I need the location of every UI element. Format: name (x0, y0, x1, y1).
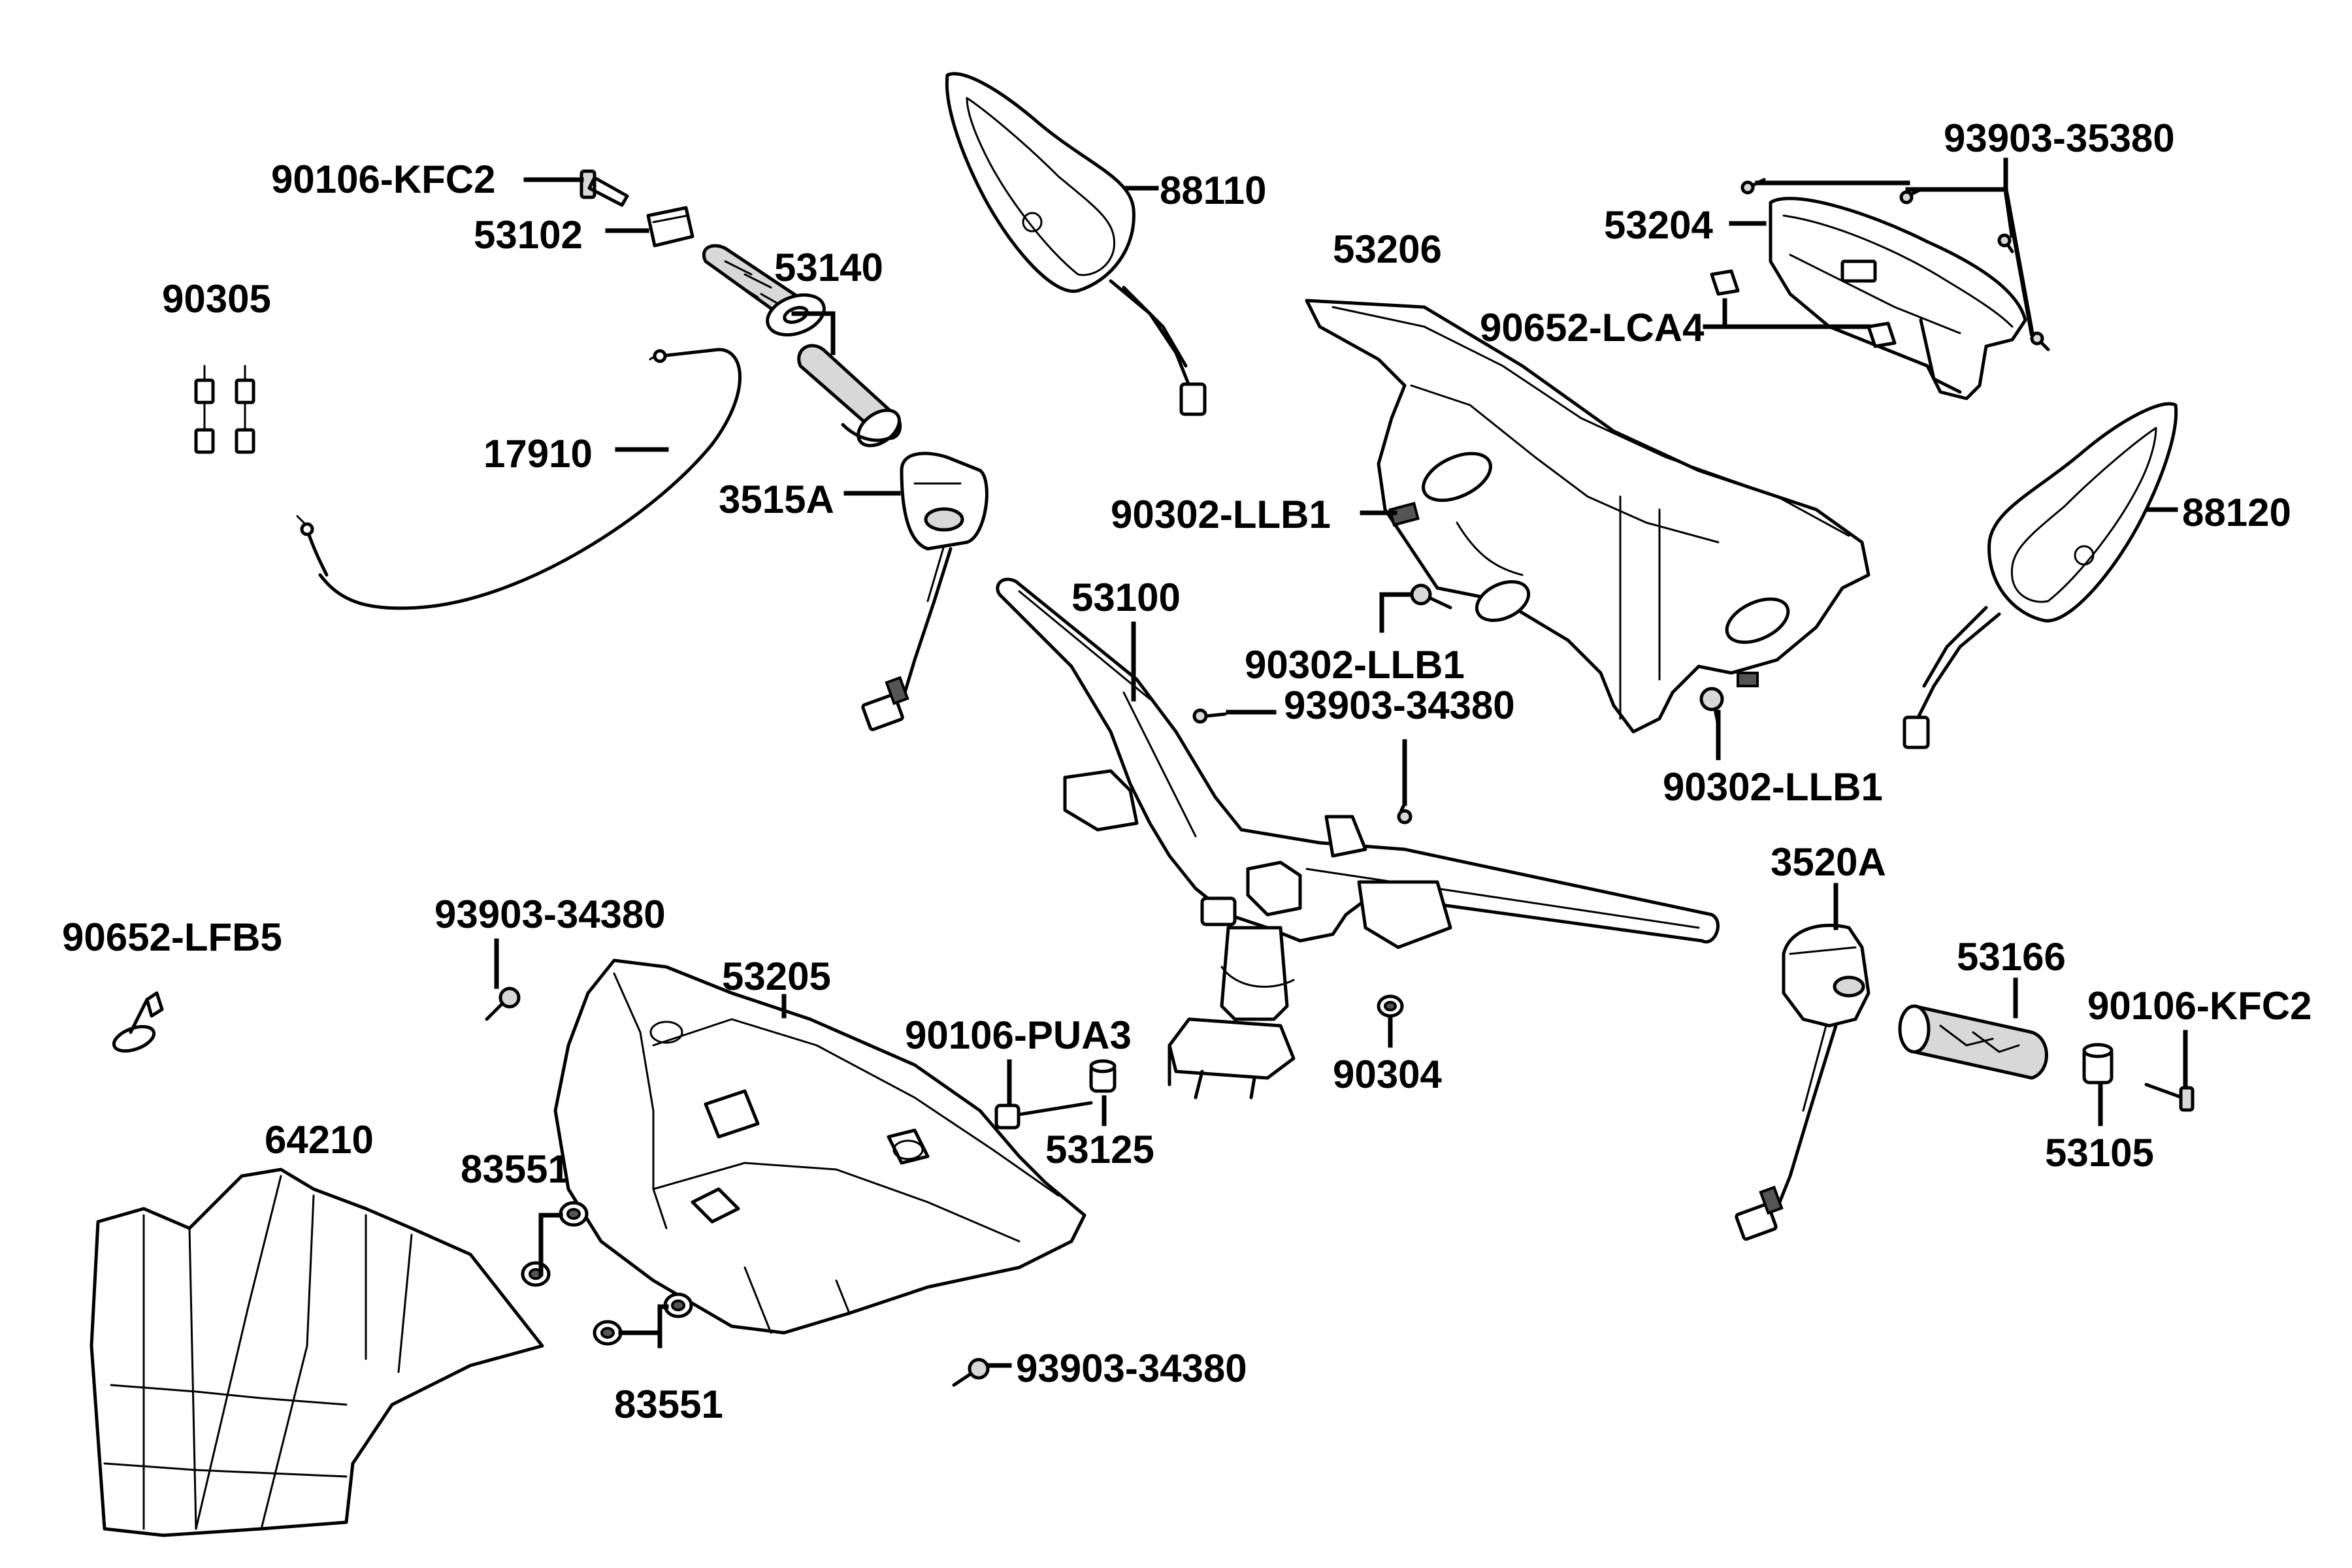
rear-handlebar-cover-53206 (1305, 299, 1870, 734)
throttle-tube-53140 (797, 344, 902, 448)
label-53206: 53206 (1333, 227, 1442, 271)
label-53102: 53102 (474, 213, 583, 257)
bar-end-weight-53102 (646, 206, 694, 248)
part-labels: 90106-KFC2 53102 53140 90305 17910 3515A… (62, 116, 2312, 1426)
front-handlebar-cover-53205 (553, 958, 1086, 1335)
label-53100: 53100 (1071, 576, 1181, 619)
left-switch-3515a (861, 451, 988, 732)
label-64210: 64210 (265, 1118, 374, 1162)
instrument-cover-53204 (1769, 197, 2027, 400)
screw-93903-34380-small (1397, 802, 1413, 825)
clips-90652-lca4 (1710, 269, 1897, 348)
collar-53125 (1089, 1059, 1117, 1093)
label-3520a: 3520A (1771, 840, 1886, 884)
label-53166: 53166 (1957, 935, 2066, 979)
washer-83551-a (559, 1201, 589, 1227)
label-53125: 53125 (1045, 1128, 1154, 1171)
label-90302-llb1-c: 90302-LLB1 (1663, 765, 1883, 809)
label-90302-llb1-b: 90302-LLB1 (1245, 643, 1465, 687)
screw-90302-llb1-b (1410, 583, 1452, 610)
right-mirror-88120 (1903, 402, 2178, 749)
nut-90302-llb1-a (1388, 502, 1420, 527)
label-90106-kfc2-right: 90106-KFC2 (2087, 984, 2312, 1028)
leader-83551-b (618, 1304, 669, 1348)
label-53140: 53140 (774, 246, 883, 289)
leader-53140 (791, 311, 836, 355)
handlebar-53100 (996, 578, 1720, 1100)
throttle-cable-17910 (296, 348, 742, 610)
nut-90304 (1377, 994, 1404, 1018)
bolt-90106-kfc2-right (2144, 1083, 2195, 1112)
leader-93903-35380 (1755, 157, 2035, 336)
label-83551-a: 83551 (461, 1147, 570, 1191)
washer-83551-d (663, 1292, 693, 1318)
bolt-90106-pua3 (994, 1101, 1093, 1130)
clip-90652-lfb5 (112, 991, 164, 1053)
label-90106-kfc2-left: 90106-KFC2 (271, 157, 496, 201)
label-53205: 53205 (722, 955, 831, 998)
right-grip-53166 (1898, 1004, 2048, 1080)
right-switch-3520a (1735, 923, 1870, 1241)
washer-83551-c (593, 1320, 623, 1346)
label-53105: 53105 (2045, 1131, 2154, 1175)
label-90302-llb1-a: 90302-LLB1 (1111, 493, 1331, 536)
windscreen-64210 (90, 1168, 544, 1537)
label-88120: 88120 (2182, 491, 2291, 534)
label-90106-pua3: 90106-PUA3 (905, 1013, 1132, 1057)
washer-83551-b (521, 1261, 551, 1287)
bolt-90106-kfc2-left (580, 169, 629, 207)
left-mirror-88110 (945, 72, 1207, 416)
label-93903-34380-c: 93903-34380 (1016, 1347, 1247, 1390)
leader-lines (494, 157, 2188, 1368)
label-90652-lca4: 90652-LCA4 (1480, 306, 1705, 350)
label-53204: 53204 (1604, 203, 1713, 247)
screw-93903-34380-b (485, 987, 521, 1021)
leader-83551-a (538, 1213, 563, 1277)
label-83551-b: 83551 (614, 1382, 723, 1426)
label-93903-35380: 93903-35380 (1944, 116, 2175, 160)
label-88110: 88110 (1160, 169, 1267, 212)
label-93903-34380-a: 93903-34380 (1284, 683, 1515, 727)
label-3515a: 3515A (719, 478, 834, 521)
clips-90305 (194, 365, 255, 454)
label-90652-lfb5: 90652-LFB5 (62, 915, 282, 959)
label-93903-34380-b: 93903-34380 (434, 892, 666, 936)
screw-93903-34380-c (952, 1358, 990, 1387)
label-17910: 17910 (483, 432, 593, 476)
label-90304: 90304 (1333, 1053, 1442, 1096)
screw-90302-llb1-c (1699, 672, 1759, 727)
leader-90302-llb1-b (1379, 592, 1414, 633)
screw-93903-34380-a (1192, 708, 1227, 724)
label-90305: 90305 (162, 277, 271, 321)
leader-90652-lca4 (1703, 298, 1871, 329)
bar-end-weight-53105 (2082, 1043, 2114, 1085)
